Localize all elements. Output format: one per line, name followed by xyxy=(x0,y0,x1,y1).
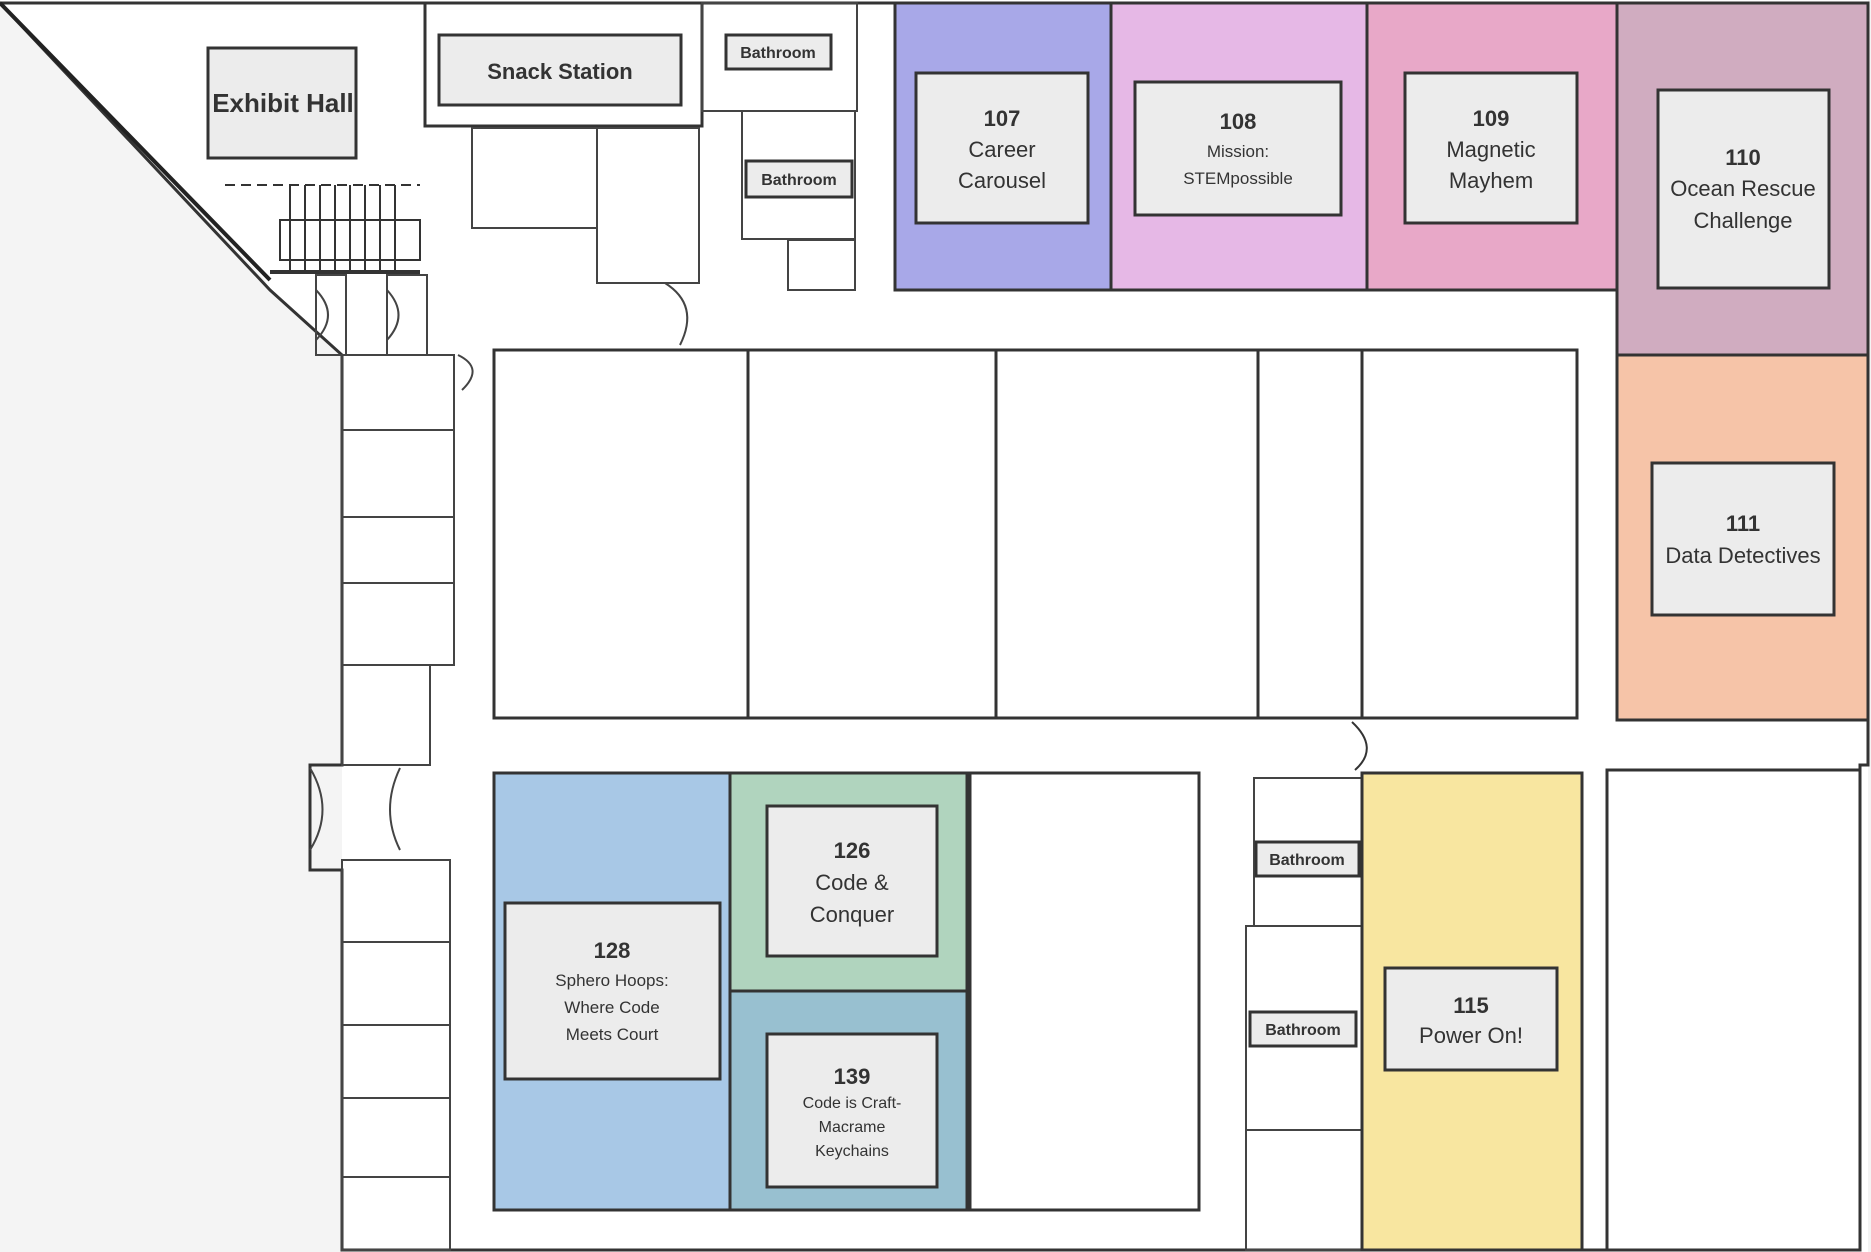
lower-closet xyxy=(1245,1129,1363,1251)
stairs-icon xyxy=(225,184,421,274)
room-139-card xyxy=(765,1032,939,1189)
room-126-number: 126 xyxy=(834,838,871,863)
room-107-number: 107 xyxy=(984,106,1021,131)
room-blank-lower xyxy=(968,771,1201,1212)
door-swing xyxy=(664,282,689,346)
room-128-number: 128 xyxy=(594,938,631,963)
room-107-name-2: Carousel xyxy=(958,168,1046,193)
entry-diagonal xyxy=(0,1,272,282)
center-room-block xyxy=(492,348,1579,771)
room-115-name-1: Power On! xyxy=(1419,1023,1523,1048)
closet xyxy=(787,239,856,291)
bathroom-lower-label-b: Bathroom xyxy=(1265,1022,1341,1039)
room-109-number: 109 xyxy=(1473,106,1510,131)
bathroom-lower-card-a xyxy=(1254,840,1361,878)
exhibit-hall-card xyxy=(206,46,358,160)
room-110-card xyxy=(1656,88,1831,290)
room-110-name-2: Challenge xyxy=(1693,208,1792,233)
bathroom-top-label: Bathroom xyxy=(740,45,816,62)
left-room-column xyxy=(309,354,474,1251)
bathroom-lower-label-a: Bathroom xyxy=(1269,852,1345,869)
room-126-card xyxy=(765,804,939,958)
room-139-name-3: Keychains xyxy=(815,1143,889,1160)
snack-station-label: Snack Station xyxy=(487,59,632,84)
room-111-card xyxy=(1650,461,1836,617)
room-109-name-1: Magnetic xyxy=(1446,137,1535,162)
room-128-card xyxy=(503,901,722,1081)
room-blank-right xyxy=(1605,768,1862,1252)
room-107-card xyxy=(914,71,1090,225)
room-108-name-2: STEMpossible xyxy=(1183,169,1293,188)
room-115-card xyxy=(1383,966,1559,1072)
room-111-name-1: Data Detectives xyxy=(1665,543,1820,568)
room-128-name-1: Sphero Hoops: xyxy=(555,971,668,990)
bathroom-lower-card-b xyxy=(1248,1010,1358,1048)
room-128-name-3: Meets Court xyxy=(566,1025,659,1044)
storage-room-a xyxy=(471,127,598,229)
storage-room-b xyxy=(596,127,700,284)
room-126-name-2: Conquer xyxy=(810,902,894,927)
entry-doors xyxy=(315,274,428,356)
room-139-name-1: Code is Craft- xyxy=(803,1095,902,1112)
room-108-card xyxy=(1133,80,1343,217)
room-109-name-2: Mayhem xyxy=(1449,168,1533,193)
room-110-number: 110 xyxy=(1725,145,1761,170)
room-111-number: 111 xyxy=(1726,511,1760,536)
exhibit-hall-label: Exhibit Hall xyxy=(212,88,354,118)
outside-area xyxy=(0,0,342,1252)
room-109-card xyxy=(1403,71,1579,225)
room-126-name-1: Code & xyxy=(815,870,889,895)
bathroom-top-card xyxy=(724,33,833,71)
bathroom-mid-card xyxy=(744,159,854,199)
room-108-number: 108 xyxy=(1220,109,1257,134)
room-107-name-1: Career xyxy=(968,137,1035,162)
room-108-name-1: Mission: xyxy=(1207,142,1269,161)
room-139-name-2: Macrame xyxy=(819,1119,886,1136)
room-128-name-2: Where Code xyxy=(564,998,659,1017)
room-110-name-1: Ocean Rescue xyxy=(1670,176,1816,201)
room-115-number: 115 xyxy=(1453,993,1489,1018)
room-139-number: 139 xyxy=(834,1064,871,1089)
bathroom-mid-label: Bathroom xyxy=(761,172,837,189)
snack-station-card xyxy=(437,33,683,107)
